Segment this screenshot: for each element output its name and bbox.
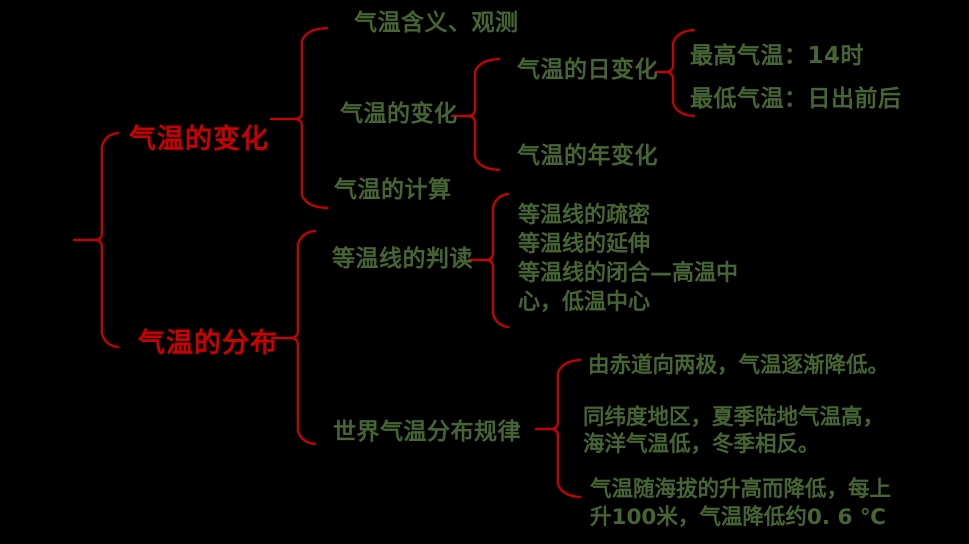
brace-world-rules-children [534,358,582,499]
node-max-temp: 最高气温：14时 [690,43,865,69]
node-temp-change: 气温的变化 [129,124,269,155]
brace-distribution-children [270,229,317,446]
node-temp-meaning-observation: 气温含义、观测 [354,10,519,36]
note-line: 由赤道向两极，气温逐渐降低。 [588,353,890,378]
note-line: 海洋气温低，冬季相反。 [583,431,820,457]
node-temp-calculation: 气温的计算 [334,177,452,203]
node-daily-change: 气温的日变化 [517,57,658,83]
note-line: 等温线的闭合—高温中 [518,261,739,286]
note-line: 等温线的延伸 [518,232,651,257]
note-isotherm-details: 等温线的疏密 等温线的延伸 等温线的闭合—高温中 心，低温中心 [518,201,738,317]
brace-change-sub-children [450,57,501,172]
note-rule-altitude: 气温随海拔的升高而降低，每上 升100米，气温降低约0. 6 ℃ [590,476,891,532]
brace-isotherm-children [467,192,510,329]
node-temp-distribution: 气温的分布 [138,328,278,359]
note-rule-equator-poles: 由赤道向两极，气温逐渐降低。 [588,352,889,380]
note-line: 气温随海拔的升高而降低，每上 [590,477,892,502]
brace-change-children [269,26,329,210]
node-min-temp: 最低气温：日出前后 [690,86,902,112]
node-annual-change: 气温的年变化 [517,143,658,169]
node-temp-change-sub: 气温的变化 [340,101,458,127]
note-rule-latitude-land-sea: 同纬度地区，夏季陆地气温高， 海洋气温低，冬季相反。 [583,405,884,458]
node-world-distribution-rules: 世界气温分布规律 [333,419,521,445]
brace-daily-change-children [654,28,696,118]
note-line: 升100米，气温降低约0. 6 ℃ [590,505,886,530]
brace-root [72,131,120,349]
node-isotherm-reading: 等温线的判读 [332,246,473,272]
note-line: 等温线的疏密 [518,203,651,228]
note-line: 心，低温中心 [518,290,651,315]
note-line: 同纬度地区，夏季陆地气温高， [583,405,885,430]
